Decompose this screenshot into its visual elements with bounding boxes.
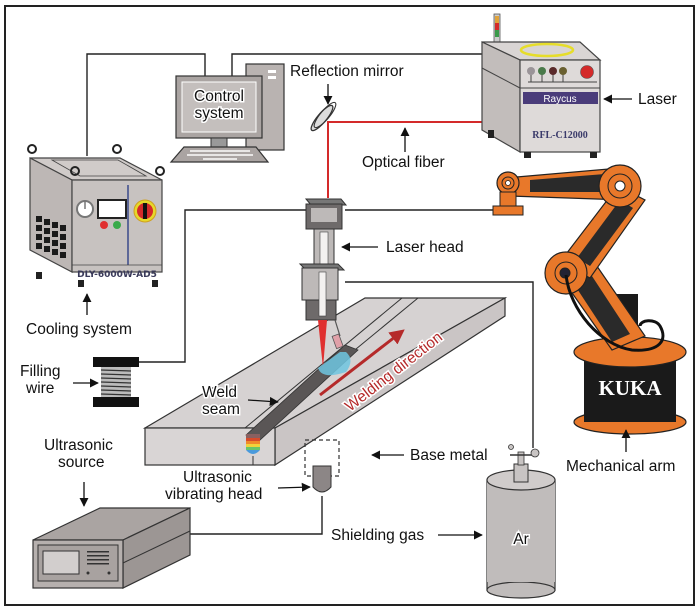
figure-border: [4, 5, 695, 606]
optical-fiber: [327, 121, 485, 198]
base-metal-plate: [142, 296, 508, 477]
emergency-button: [580, 65, 594, 79]
generator-screen: [42, 550, 80, 575]
robot-brand: KUKA: [599, 376, 663, 400]
signal-cables: [86, 53, 534, 535]
cooling-system-label: Cooling system: [26, 321, 132, 338]
laser-head-label: Laser head: [386, 239, 464, 256]
control-system-label-1: Control: [194, 88, 244, 105]
ultrasonic-source-label-1: Ultrasonic: [44, 437, 113, 454]
weld-cross-section: [246, 434, 260, 454]
kuka-robot-arm: KUKA: [492, 164, 687, 435]
control-system-label-2: system: [194, 105, 243, 122]
cable-control-to-laser: [231, 53, 485, 76]
cable-ultrasonic: [190, 496, 323, 535]
filling-wire-label-1: Filling: [20, 363, 60, 380]
cable-gas-line: [345, 281, 534, 448]
cable-wire-feeder: [138, 209, 306, 363]
argon-gas-cylinder: Ar: [486, 444, 556, 599]
filling-wire-spool: [93, 357, 139, 407]
reflection-mirror: Reflection mirror: [290, 63, 404, 132]
filling-wire-label-2: wire: [25, 380, 54, 397]
weld-seam-label-1: Weld: [202, 384, 237, 401]
ultrasonic-head-arrow: [277, 482, 311, 492]
laser-model: RFL-C12000: [532, 130, 588, 141]
mechanical-arm-label: Mechanical arm: [566, 458, 675, 475]
ultrasonic-vibrating-head: [312, 465, 332, 493]
laser-beam: [318, 320, 327, 368]
mirror-icon: [310, 104, 334, 132]
ultrasonic-head-label-1: Ultrasonic: [183, 469, 252, 486]
control-system-computer: Control system: [169, 63, 285, 163]
gas-cylinder-label: Ar: [513, 531, 529, 548]
cooling-system-chiller: DLY-6000W-AD5: [27, 144, 165, 287]
welding-direction-arrow: [319, 329, 405, 397]
chiller-display: [97, 199, 127, 219]
laser-head: [298, 198, 351, 376]
weld-seam-arrow: [247, 396, 279, 406]
weld-seam-label-2: seam: [202, 401, 240, 418]
laser-brand: Raycus: [543, 94, 576, 105]
optical-fiber-label: Optical fiber: [362, 154, 445, 171]
ultrasonic-source-generator: [32, 507, 191, 589]
shielding-gas-spray: [318, 352, 351, 376]
base-metal-label: Base metal: [410, 447, 488, 464]
laser-label: Laser: [638, 91, 677, 108]
cable-cooling-to-control: [86, 53, 206, 156]
fiber-laser-unit: Raycus RFL-C12000: [481, 13, 602, 158]
reflection-mirror-label: Reflection mirror: [290, 63, 404, 80]
cylinder-valve: [517, 451, 525, 466]
laser-brand-badge: [523, 92, 598, 104]
ultrasonic-head-label-2: vibrating head: [165, 486, 262, 503]
ultrasonic-source-label-2: source: [58, 454, 105, 471]
shielding-gas-label: Shielding gas: [331, 527, 424, 544]
chiller-model: DLY-6000W-AD5: [77, 270, 157, 280]
